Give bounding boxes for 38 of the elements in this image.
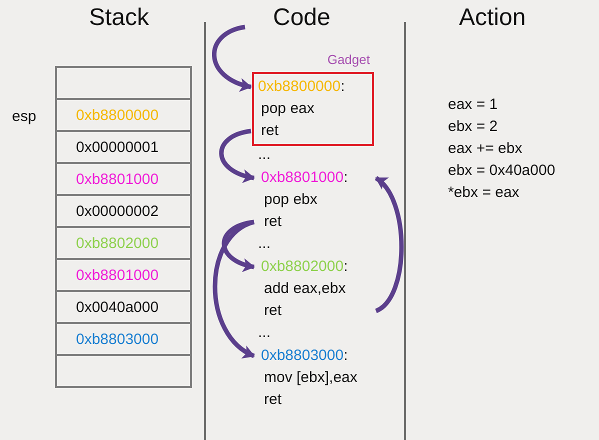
- instruction-line: ret: [263, 390, 283, 410]
- ellipsis: ...: [258, 145, 271, 165]
- curved-arrow: [374, 176, 404, 313]
- instruction-line: ret: [260, 121, 280, 141]
- stack-cell: 0xb8802000: [55, 226, 192, 260]
- curved-arrow: [219, 128, 255, 182]
- curved-arrow: [222, 220, 255, 272]
- stack-cell: 0xb8801000: [55, 258, 192, 292]
- instruction-line: ret: [263, 301, 283, 321]
- ellipsis: ...: [258, 234, 271, 254]
- gadget-address: 0xb8801000:: [261, 168, 349, 188]
- pseudo-code-line: ebx = 0x40a000: [448, 161, 556, 181]
- instruction-line: ret: [263, 212, 283, 232]
- pseudo-code-line: *ebx = eax: [448, 183, 520, 203]
- instruction-line: add eax,ebx: [263, 279, 347, 299]
- pseudo-code-line: eax = 1: [448, 95, 498, 115]
- instruction-line: pop eax: [260, 99, 316, 119]
- stack-cell: 0xb8801000: [55, 162, 192, 196]
- instruction-line: mov [ebx],eax: [263, 368, 358, 388]
- gadget-address: 0xb8803000:: [261, 346, 349, 366]
- column-header: Code: [273, 4, 330, 32]
- pseudo-code-line: ebx = 2: [448, 117, 498, 137]
- ellipsis: ...: [258, 323, 271, 343]
- stack-cell: 0x00000002: [55, 194, 192, 228]
- stack-cell: 0x0040a000: [55, 290, 192, 324]
- gadget-address: 0xb8802000:: [261, 257, 349, 277]
- instruction-line: pop ebx: [263, 190, 318, 210]
- curved-arrow: [212, 24, 252, 91]
- stack-cell: 0x00000001: [55, 130, 192, 164]
- pseudo-code-line: eax += ebx: [448, 139, 522, 159]
- curved-arrow: [212, 220, 256, 358]
- gadget-label: Gadget: [326, 51, 371, 69]
- stack-cell: 0xb8800000: [55, 98, 192, 132]
- register-label: esp: [12, 107, 36, 127]
- stack-cell: 0xb8803000: [55, 322, 192, 356]
- column-header: Stack: [89, 4, 150, 32]
- column-header: Action: [459, 4, 526, 32]
- gadget-address: 0xb8800000:: [258, 77, 346, 97]
